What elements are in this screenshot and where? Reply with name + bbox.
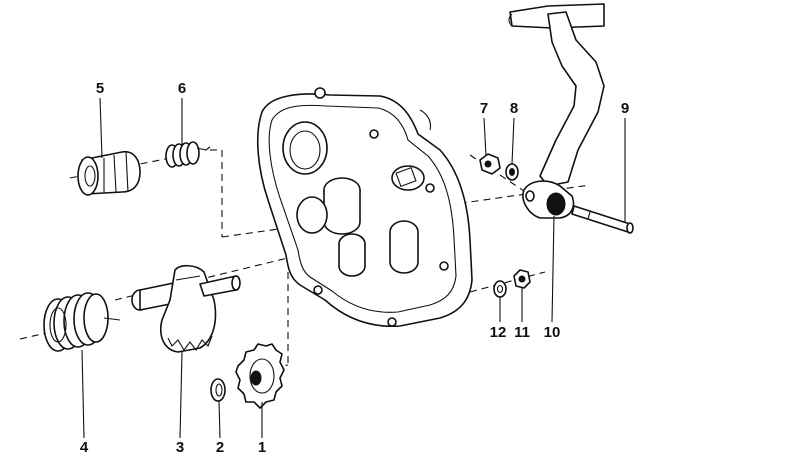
part-9-pin [571, 205, 634, 234]
part-6-spring [165, 141, 211, 168]
part-2-circlip [210, 378, 226, 402]
part-4-coil-spring [43, 292, 121, 352]
callout-7: 7 [479, 100, 489, 117]
callout-12: 12 [489, 324, 507, 341]
part-12-washer [493, 280, 507, 298]
leader-lines [81, 97, 626, 439]
part-1-gear [235, 343, 285, 409]
callout-2: 2 [215, 439, 225, 456]
part-8-washer [505, 163, 519, 181]
gearbox-cover [256, 87, 473, 328]
callout-11: 11 [514, 324, 530, 341]
callout-8: 8 [509, 100, 519, 117]
callout-10: 10 [543, 324, 561, 341]
part-11-nut [513, 269, 531, 289]
callout-6: 6 [177, 80, 187, 97]
part-10-kickstart-lever [508, 3, 605, 219]
callout-3: 3 [175, 439, 185, 456]
callout-5: 5 [95, 80, 105, 97]
part-5-bushing-gear [77, 150, 141, 196]
part-7-nut [479, 153, 501, 175]
callout-1: 1 [257, 439, 267, 456]
part-3-kickstart-shaft [131, 264, 241, 353]
callout-9: 9 [620, 100, 630, 117]
callout-4: 4 [79, 439, 89, 456]
